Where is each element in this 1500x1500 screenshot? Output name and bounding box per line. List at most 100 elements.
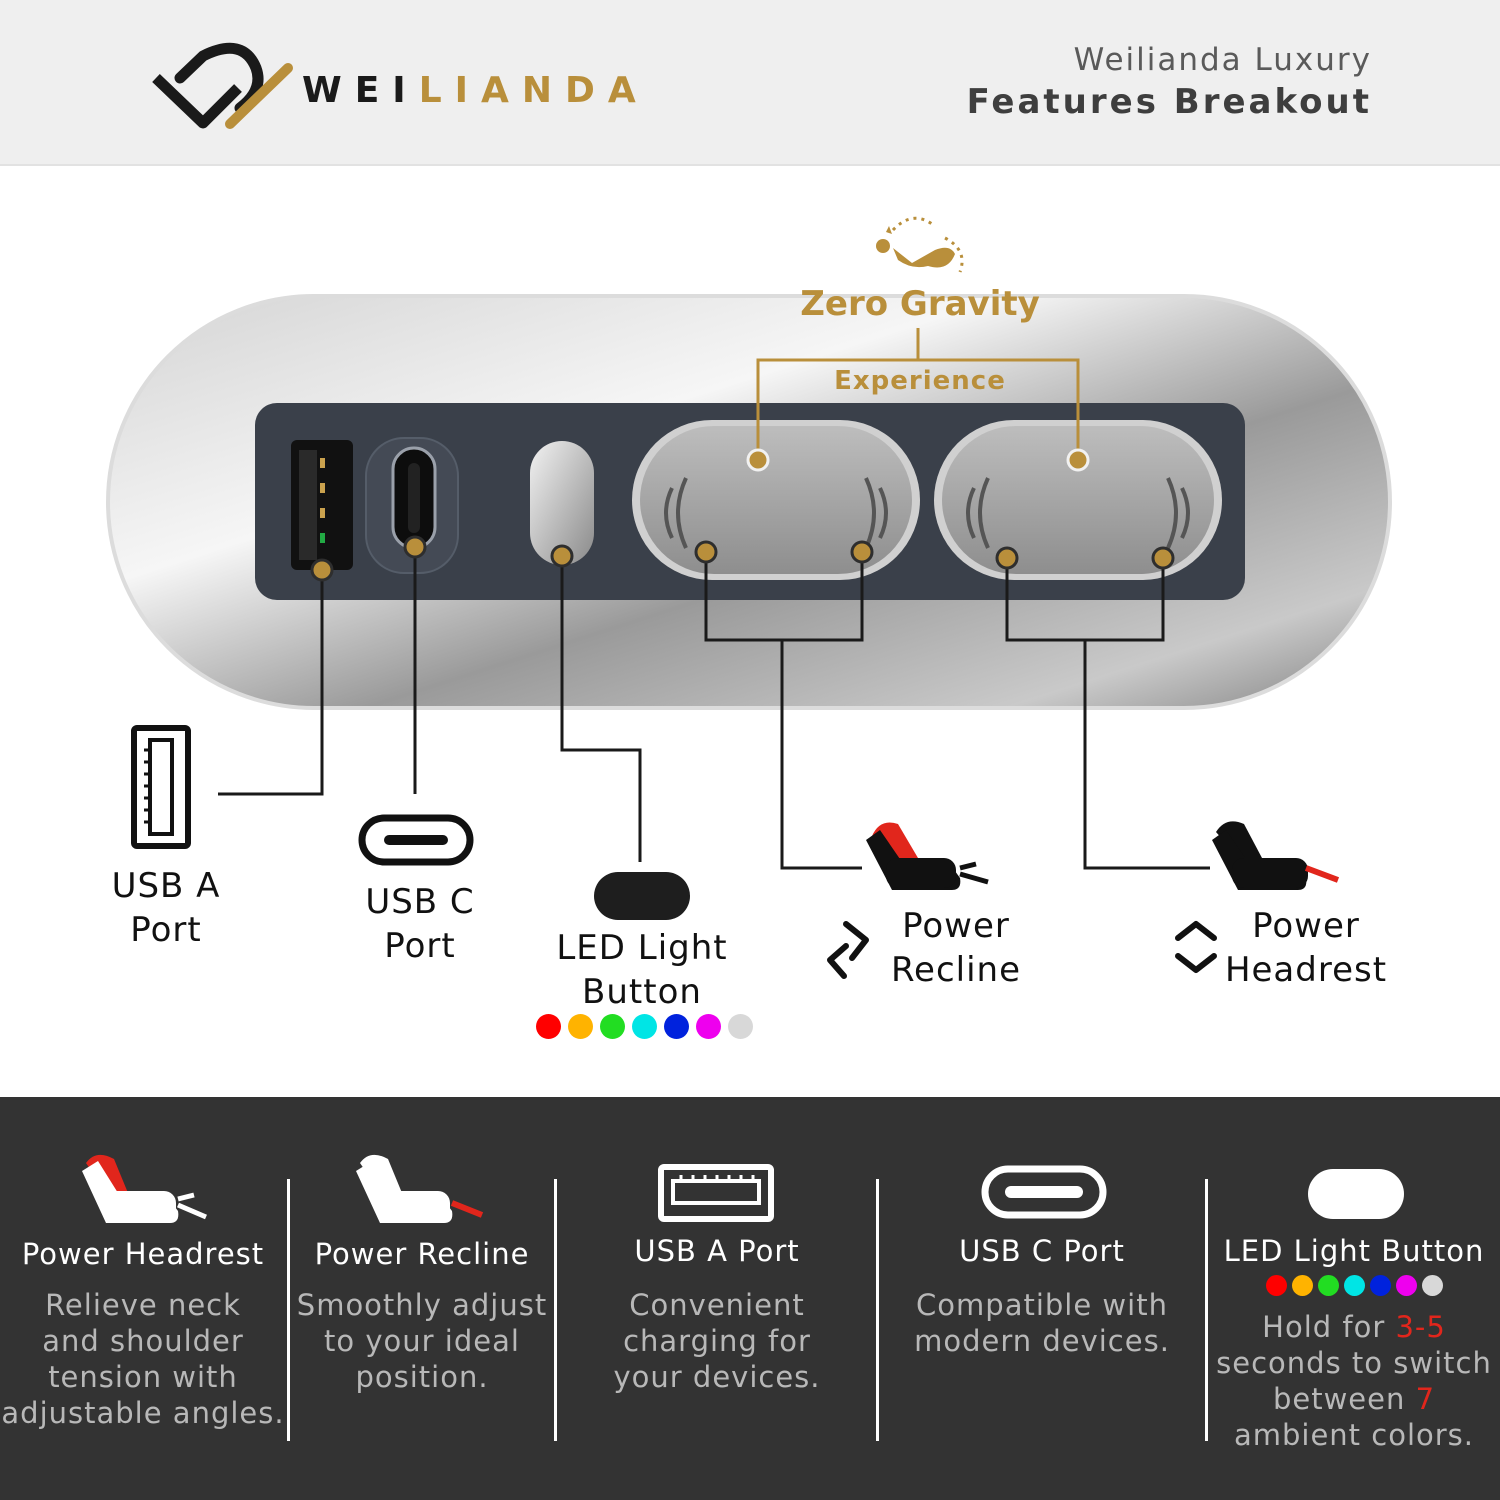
- usb-c-port-icon: [358, 814, 474, 866]
- usb-a-socket: [291, 440, 353, 570]
- feature-description-line: ambient colors.: [1233, 1418, 1475, 1452]
- feature-led-light: LED Light Button Hold for 3-5 seconds to…: [1208, 1097, 1500, 1500]
- feature-description-line: Relieve neck: [45, 1288, 241, 1322]
- led-color-dot: [1291, 1275, 1313, 1296]
- usb-a-port-icon: [131, 725, 191, 849]
- led-callout-line-1: LED Light: [556, 928, 728, 968]
- description-text: between: [1272, 1382, 1416, 1416]
- led-color-dot: [1343, 1275, 1365, 1296]
- feature-description-line: your devices.: [613, 1360, 821, 1394]
- led-color-dot: [1265, 1275, 1287, 1296]
- highlight-count: 7: [1415, 1382, 1436, 1416]
- led-button: [530, 441, 594, 565]
- feature-description-line: adjustable angles.: [1, 1396, 285, 1430]
- recliner-footrest-icon: [866, 822, 989, 890]
- zero-gravity-connector: [756, 328, 1080, 460]
- led-color-dots: [536, 1014, 753, 1039]
- marker-dots: [310, 448, 1175, 582]
- tagline: Weilianda Luxury Features Breakout: [967, 42, 1372, 122]
- usb-a-callout-line-1: USB A: [111, 866, 221, 906]
- feature-description-line: position.: [355, 1360, 489, 1394]
- feature-title: Power Headrest: [21, 1237, 265, 1271]
- headrest-rocker: [934, 420, 1222, 580]
- led-color-dot: [568, 1014, 593, 1039]
- features-band: Power Headrest Relieve neck and shoulder…: [0, 1097, 1500, 1500]
- usb-a-callout-line-2: Port: [130, 910, 202, 950]
- led-button-icon: [594, 872, 690, 920]
- recline-callout: Power Recline: [876, 904, 1036, 992]
- usb-c-socket: [365, 437, 459, 574]
- led-color-dot: [728, 1014, 753, 1039]
- led-color-dots: [1208, 1275, 1500, 1296]
- control-panel-drawing: [106, 216, 1392, 979]
- usb-c-callout-line-1: USB C: [365, 882, 475, 922]
- recliner-headrest-icon: [82, 1154, 207, 1223]
- headrest-arrows-icon: [1175, 921, 1217, 973]
- control-panel-figure: Zero Gravity Experience USB A Port USB C…: [0, 168, 1500, 1098]
- led-color-dot: [600, 1014, 625, 1039]
- recline-arrows-icon: [827, 921, 869, 979]
- feature-title: Power Recline: [314, 1237, 530, 1271]
- divider: [876, 1179, 879, 1441]
- zero-gravity-icon: [876, 216, 964, 273]
- feature-description-line: Compatible with: [916, 1288, 1168, 1322]
- led-color-dot: [1369, 1275, 1391, 1296]
- feature-description: Smoothly adjust to your ideal position.: [290, 1287, 554, 1395]
- led-callout: LED Light Button: [542, 926, 742, 1014]
- feature-power-recline: Power Recline Smoothly adjust to your id…: [290, 1097, 554, 1500]
- usb-c-callout-line-2: Port: [384, 926, 456, 966]
- usb-a-port-icon: [658, 1164, 774, 1222]
- led-color-dot: [1395, 1275, 1417, 1296]
- feature-description-line: charging for: [623, 1324, 811, 1358]
- feature-description-line: and shoulder: [42, 1324, 244, 1358]
- feature-usb-a: USB A Port Convenient charging for your …: [557, 1097, 877, 1500]
- feature-description-line: seconds to switch: [1216, 1346, 1492, 1380]
- led-color-dot: [696, 1014, 721, 1039]
- brand-part-1: WEI: [302, 70, 419, 111]
- led-callout-line-2: Button: [582, 972, 702, 1012]
- feature-power-headrest: Power Headrest Relieve neck and shoulder…: [0, 1097, 286, 1500]
- experience-label: Experience: [834, 366, 1006, 396]
- led-color-dot: [664, 1014, 689, 1039]
- feature-title: USB A Port: [634, 1234, 800, 1268]
- divider: [1205, 1179, 1208, 1441]
- feature-title: USB C Port: [959, 1234, 1125, 1268]
- leader-lines: [218, 549, 1210, 870]
- led-color-dot: [1421, 1275, 1443, 1296]
- feature-description-line: Convenient: [629, 1288, 805, 1322]
- divider: [287, 1179, 290, 1441]
- feature-description-line: Hold for 3-5: [1208, 1309, 1500, 1345]
- divider: [554, 1179, 557, 1441]
- feature-description: Compatible with modern devices.: [879, 1287, 1205, 1359]
- highlight-duration: 3-5: [1395, 1310, 1446, 1344]
- headrest-callout-line-1: Power: [1252, 906, 1360, 946]
- brand-part-2: LIANDA: [418, 70, 649, 111]
- feature-description-line: modern devices.: [914, 1324, 1170, 1358]
- led-button-icon: [1308, 1169, 1404, 1219]
- weilianda-logo-icon: [152, 42, 293, 129]
- recline-callout-line-2: Recline: [890, 950, 1022, 990]
- brand-name: WEILIANDA: [302, 70, 649, 111]
- feature-usb-c: USB C Port Compatible with modern device…: [879, 1097, 1205, 1500]
- usb-c-callout: USB C Port: [340, 880, 500, 968]
- recline-rocker: [632, 420, 920, 580]
- header: WEILIANDA Weilianda Luxury Features Brea…: [0, 0, 1500, 166]
- feature-title: LED Light Button: [1223, 1234, 1485, 1268]
- led-color-dot: [1317, 1275, 1339, 1296]
- feature-description: Hold for 3-5 seconds to switch between 7…: [1208, 1309, 1500, 1453]
- led-color-dot: [536, 1014, 561, 1039]
- feature-description: Relieve neck and shoulder tension with a…: [0, 1287, 286, 1431]
- feature-description: Convenient charging for your devices.: [557, 1287, 877, 1395]
- led-color-dot: [632, 1014, 657, 1039]
- headrest-callout-line-2: Headrest: [1224, 950, 1388, 990]
- usb-c-port-icon: [981, 1165, 1107, 1219]
- feature-description-line: to your ideal: [324, 1324, 520, 1358]
- feature-description-line: tension with: [48, 1360, 238, 1394]
- headrest-callout: Power Headrest: [1216, 904, 1396, 992]
- recliner-footrest-icon: [356, 1154, 484, 1223]
- feature-description-line: between 7: [1208, 1381, 1500, 1417]
- usb-a-callout: USB A Port: [86, 864, 246, 952]
- zero-gravity-label: Zero Gravity: [800, 284, 1040, 324]
- description-text: Hold for: [1262, 1310, 1396, 1344]
- recliner-headrest-icon: [1212, 821, 1340, 890]
